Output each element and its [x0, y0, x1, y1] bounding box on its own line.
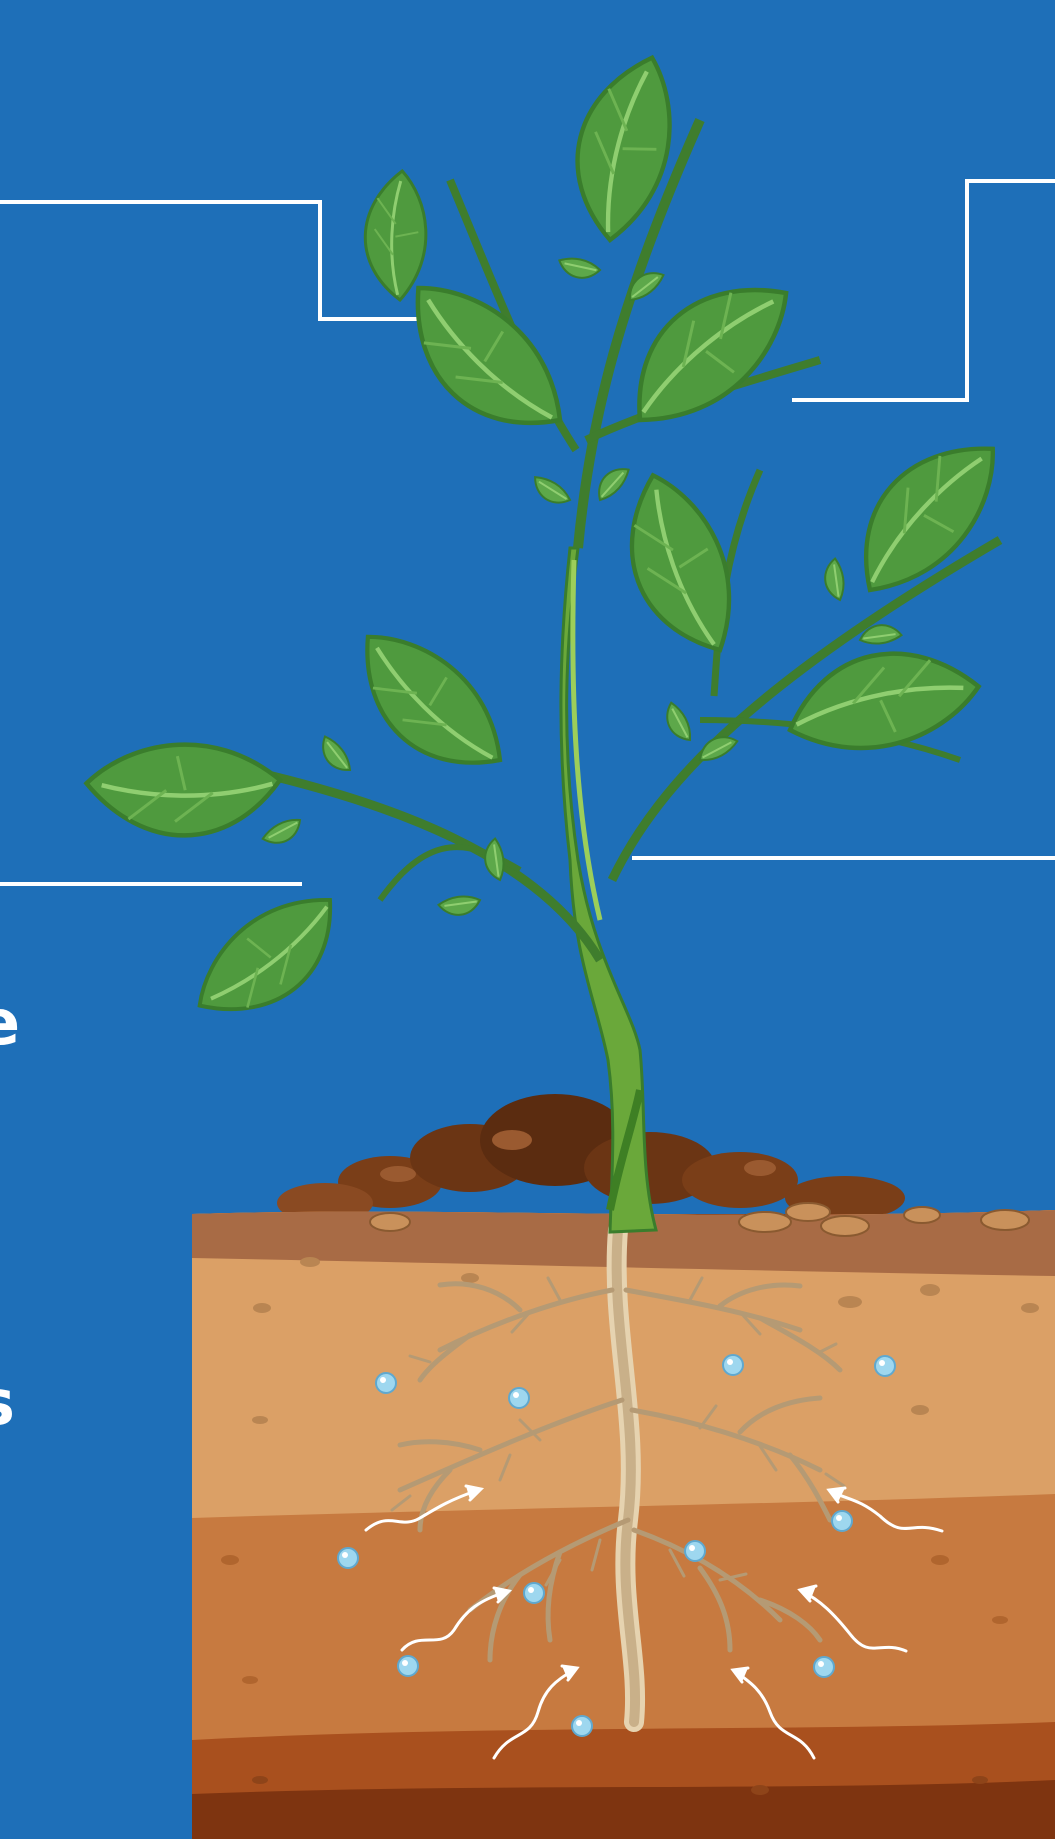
- leaflet: [437, 892, 480, 919]
- leaf: [178, 891, 356, 1026]
- leaflet: [530, 469, 571, 512]
- water-droplet-icon: [572, 1716, 592, 1736]
- water-droplet-icon: [832, 1511, 852, 1531]
- leaflet: [260, 819, 303, 846]
- leaflet: [697, 735, 740, 762]
- leaflet: [319, 732, 351, 776]
- leaflet: [822, 557, 849, 600]
- water-droplet-icon: [524, 1583, 544, 1603]
- leaflet: [665, 700, 692, 743]
- leaf: [79, 713, 284, 863]
- cut-off-label-left-lower: s: [0, 1372, 15, 1434]
- water-droplet-icon: [814, 1657, 834, 1677]
- water-droplet-icon: [875, 1356, 895, 1376]
- water-droplet-icon: [376, 1373, 396, 1393]
- water-droplet-icon: [509, 1388, 529, 1408]
- cut-off-label-left-upper: e: [0, 992, 20, 1054]
- leaflet: [591, 464, 636, 501]
- water-droplet-icon: [338, 1548, 358, 1568]
- water-droplet-icon: [685, 1541, 705, 1561]
- leaflet: [556, 249, 601, 286]
- leaflet: [482, 837, 509, 880]
- water-droplet-icon: [723, 1355, 743, 1375]
- leader-line-top-right: [792, 181, 1055, 400]
- leaf: [828, 428, 1029, 599]
- leaf: [345, 165, 449, 302]
- leaves: [79, 45, 1029, 1025]
- water-droplet-icon: [398, 1656, 418, 1676]
- leaf: [397, 253, 570, 461]
- leaf: [348, 604, 509, 798]
- leaf: [629, 473, 730, 653]
